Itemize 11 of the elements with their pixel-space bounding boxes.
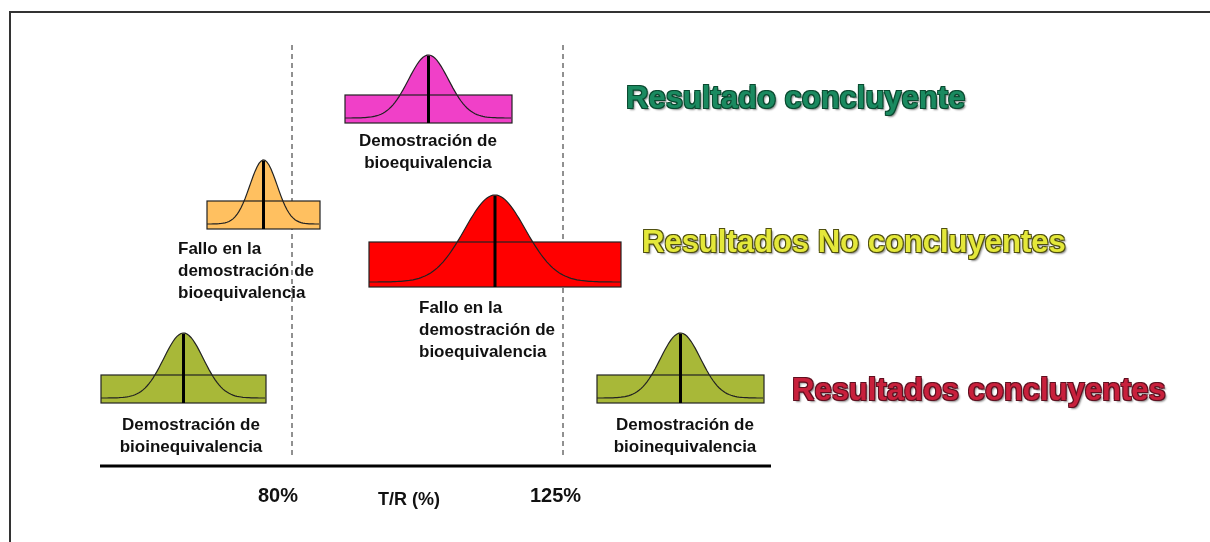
result-heading: Resultados concluyentes <box>792 372 1166 408</box>
curve-caption: Fallo en la demostración de bioequivalencia <box>178 238 316 304</box>
curve-caption: Demostración de bioinequivalencia <box>612 414 758 458</box>
axis-title: T/R (%) <box>378 488 441 510</box>
axis-tick-label: 125% <box>530 484 583 506</box>
curve-caption: Demostración de bioequivalencia <box>358 130 498 174</box>
curve-caption: Demostración de bioinequivalencia <box>118 414 264 458</box>
curve-caption: Fallo en la demostración de bioequivalencia <box>419 297 557 363</box>
axis-tick-label: 80% <box>258 484 300 506</box>
result-heading: Resultados No concluyentes <box>642 224 1066 260</box>
result-heading: Resultado concluyente <box>626 80 966 116</box>
